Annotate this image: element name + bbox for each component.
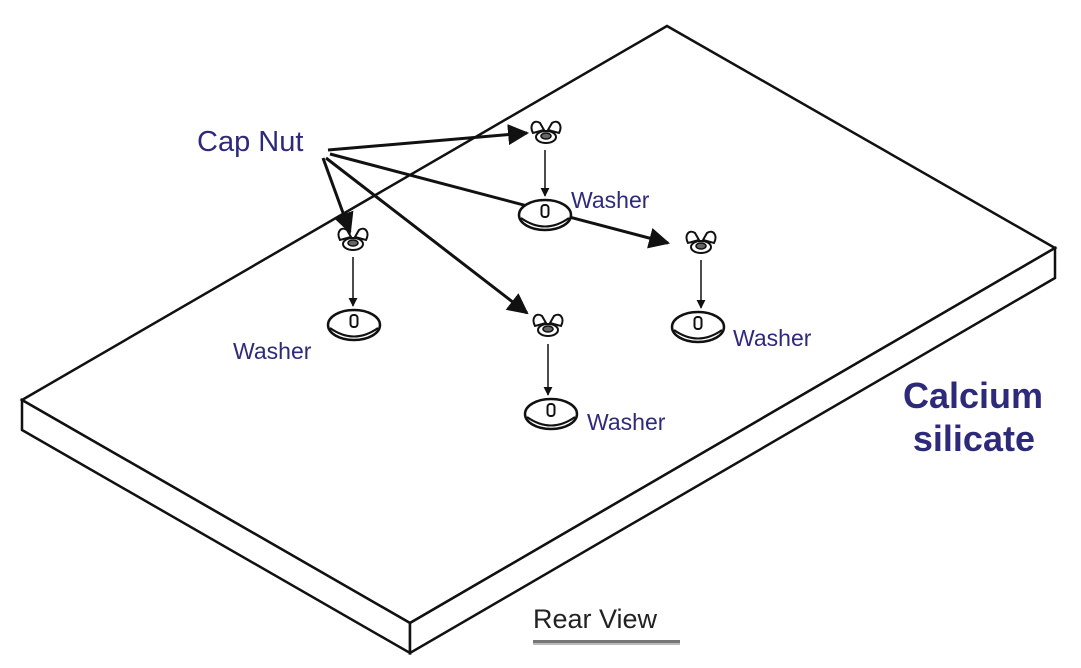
washer-icon bbox=[670, 310, 726, 344]
washer-icon bbox=[326, 308, 382, 342]
leader-arrow bbox=[321, 157, 354, 234]
fastener-assembly-1 bbox=[517, 120, 573, 232]
fastener-assembly-4 bbox=[523, 313, 579, 431]
material-label-line1: Calcium bbox=[903, 375, 1043, 416]
washer-label: Washer bbox=[733, 325, 812, 351]
washer-label: Washer bbox=[571, 187, 650, 213]
leader-arrow bbox=[325, 156, 529, 315]
leader-arrow bbox=[327, 124, 530, 152]
board-side-edge bbox=[408, 245, 1057, 656]
cap-nut-leaders bbox=[321, 124, 671, 315]
washer-label: Washer bbox=[233, 338, 312, 364]
leader-arrow bbox=[329, 152, 671, 249]
washer-icon bbox=[523, 397, 579, 431]
view-caption: Rear View bbox=[533, 604, 658, 634]
fastener-assembly-2 bbox=[326, 227, 382, 342]
washer-icon bbox=[517, 198, 573, 232]
material-label-line2: silicate bbox=[913, 418, 1035, 459]
cap-nut-label: Cap Nut bbox=[197, 126, 303, 158]
view-caption-underline-shadow bbox=[533, 643, 680, 645]
washer-label: Washer bbox=[587, 409, 666, 435]
fastener-assembly-3 bbox=[670, 230, 726, 344]
calcium-silicate-board bbox=[19, 24, 1058, 656]
view-caption-underline bbox=[533, 640, 680, 643]
